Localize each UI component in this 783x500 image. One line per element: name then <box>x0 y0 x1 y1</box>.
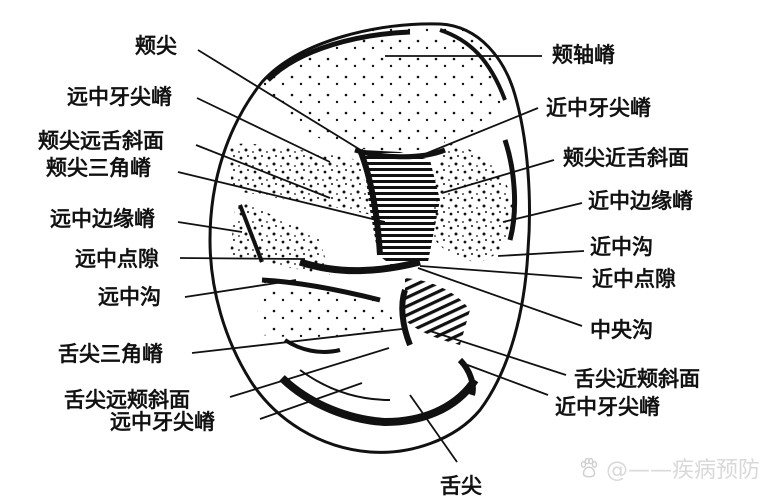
label-lingual-cusp-triangular-ridge: 舌尖三角嵴 <box>58 342 163 366</box>
label-distal-cusp-ridge-lower: 远中牙尖嵴 <box>110 410 215 434</box>
leader-line-mesial-pit <box>419 265 583 279</box>
leader-line-distal-cusp-ridge-lower <box>259 382 363 420</box>
leader-line-central-groove <box>417 267 583 327</box>
leader-line-buccal-cusp-triangular-ridge <box>177 171 386 223</box>
label-mesial-marginal-ridge: 近中边缘嵴 <box>588 189 693 213</box>
label-mesial-groove: 近中沟 <box>590 235 653 259</box>
leader-line-lingual-cusp-mesiobuccal-slope <box>429 330 567 376</box>
label-distal-groove: 远中沟 <box>98 285 161 309</box>
label-buccal-axial-ridge: 颊轴嵴 <box>552 43 615 67</box>
label-distal-pit: 远中点隙 <box>75 247 159 271</box>
leader-lines <box>177 49 585 463</box>
leader-line-mesial-marginal-ridge <box>502 202 583 223</box>
leader-line-buccal-cusp <box>197 49 373 158</box>
leader-line-mesial-cusp-ridge-lower <box>464 363 549 396</box>
label-distal-cusp-ridge-upper: 远中牙尖嵴 <box>67 85 172 109</box>
label-lingual-cusp-mesiobuccal-slope: 舌尖近颊斜面 <box>574 367 700 391</box>
tooth-crown <box>208 22 531 454</box>
watermark-text: @——疾病预防 <box>606 458 761 483</box>
leader-line-lingual-cusp <box>409 394 458 463</box>
watermark: @——疾病预防 <box>578 452 760 484</box>
label-buccal-cusp: 颊尖 <box>135 34 177 58</box>
label-lingual-cusp: 舌尖 <box>440 474 482 498</box>
label-buccal-cusp-distolingual-slope: 颊尖远舌斜面 <box>38 129 164 153</box>
leader-line-distal-groove <box>184 279 297 298</box>
label-buccal-cusp-mesiolingual-slope: 颊尖近舌斜面 <box>563 146 689 170</box>
leader-line-lingual-cusp-triangular-ridge <box>191 328 403 354</box>
leader-line-mesial-cusp-ridge-upper <box>414 107 539 159</box>
leader-line-mesial-groove <box>497 250 585 257</box>
leader-line-distal-cusp-ridge-upper <box>196 97 331 163</box>
leader-line-buccal-cusp-mesiolingual-slope <box>441 159 555 194</box>
leader-line-distal-marginal-ridge <box>177 221 243 233</box>
leader-line-buccal-cusp-distolingual-slope <box>195 144 331 199</box>
leader-line-lingual-cusp-distobuccal-slope <box>229 347 390 398</box>
leader-line-distal-pit <box>179 257 306 260</box>
label-lingual-cusp-distobuccal-slope: 舌尖远颊斜面 <box>64 388 190 412</box>
label-mesial-pit: 近中点隙 <box>592 267 676 291</box>
paw-icon <box>580 457 598 478</box>
label-distal-marginal-ridge: 远中边缘嵴 <box>50 207 155 231</box>
label-buccal-cusp-triangular-ridge: 颊尖三角嵴 <box>46 156 151 180</box>
label-mesial-cusp-ridge-upper: 近中牙尖嵴 <box>546 96 651 120</box>
label-mesial-cusp-ridge-lower: 近中牙尖嵴 <box>555 395 660 419</box>
label-central-groove: 中央沟 <box>590 318 653 342</box>
